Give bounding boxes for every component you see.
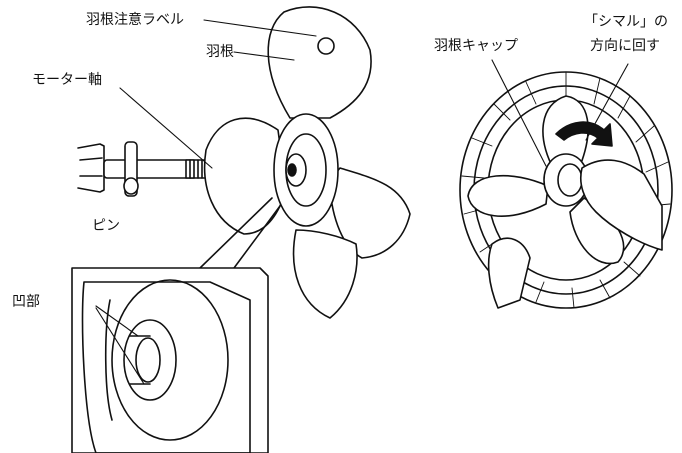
rotate-direction-label-line1: 「シマル」の	[584, 14, 668, 30]
blade-label: 羽根	[206, 44, 234, 60]
blade-caution-label: 羽根注意ラベル	[86, 12, 184, 28]
blade-cap-label: 羽根キャップ	[434, 38, 518, 54]
motor-shaft-group	[77, 141, 211, 197]
rotate-arrow-icon	[555, 121, 613, 147]
pin-label: ピン	[92, 218, 120, 234]
fan-blade-exploded	[203, 6, 411, 319]
rotate-direction-label-line2: 方向に回す	[590, 38, 660, 54]
assembled-fan-view	[459, 71, 673, 309]
recess-label: 凹部	[12, 294, 40, 310]
motor-shaft-label: モーター軸	[32, 72, 102, 88]
recess-detail-view	[71, 267, 269, 453]
